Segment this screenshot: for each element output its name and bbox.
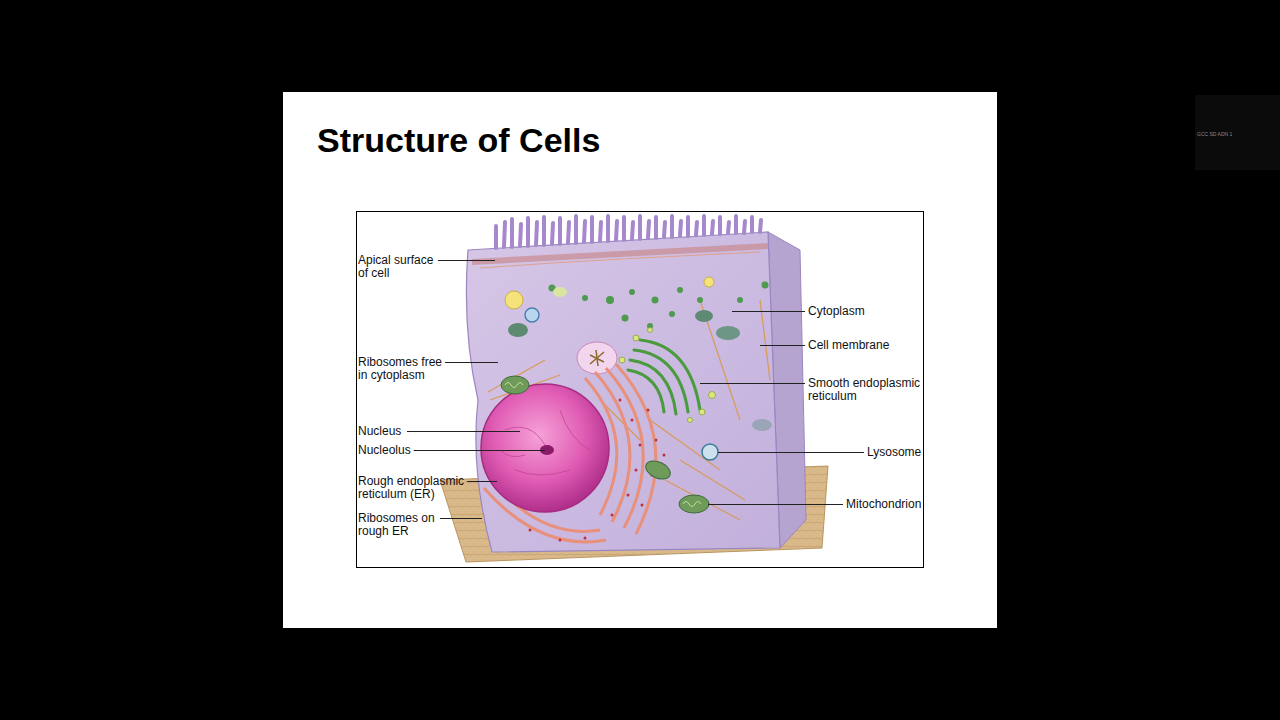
- part-label: Rough endoplasmic reticulum (ER): [358, 475, 474, 501]
- part-label: Ribosomes on rough ER: [358, 512, 444, 538]
- part-label: Mitochondrion: [846, 498, 921, 511]
- part-label: Cytoplasm: [808, 305, 865, 318]
- slide-title: Structure of Cells: [317, 121, 600, 160]
- part-label: Smooth endoplasmic reticulum: [808, 377, 930, 403]
- corner-caption: GCC SD ADN 1: [1197, 131, 1232, 137]
- part-label: Lysosome: [867, 446, 921, 459]
- part-label: Nucleolus: [358, 444, 411, 457]
- part-label: Cell membrane: [808, 339, 889, 352]
- part-label: Ribosomes free in cytoplasm: [358, 356, 454, 382]
- part-label: Nucleus: [358, 425, 401, 438]
- part-label: Apical surface of cell: [358, 254, 442, 280]
